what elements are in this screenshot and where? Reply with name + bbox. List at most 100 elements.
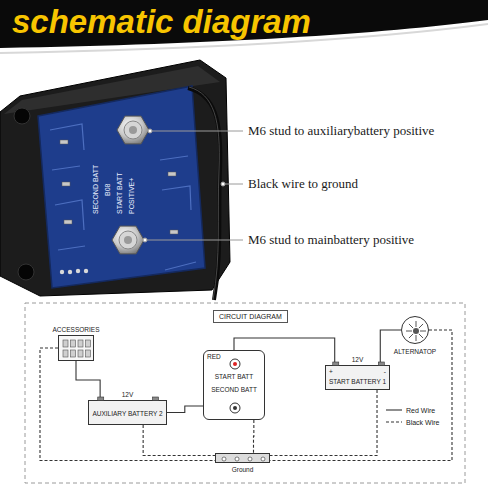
title-banner — [0, 0, 488, 53]
alternator-hub — [413, 328, 419, 334]
fan-blade — [406, 331, 412, 332]
fan-blade — [409, 334, 413, 338]
fuse-slot — [86, 340, 91, 347]
leader-line — [145, 240, 243, 241]
leader-line — [221, 182, 225, 186]
pcb-trace — [50, 124, 84, 150]
fuse-slot — [63, 340, 68, 347]
fan-blade — [416, 321, 417, 327]
m6-stud — [117, 116, 149, 144]
legend-sample — [386, 409, 402, 410]
node-text: AUXILIARY BATTERY 2 — [92, 410, 162, 417]
leader-line — [223, 184, 243, 185]
fan-blade — [419, 324, 423, 328]
m6-stud — [124, 121, 142, 139]
leader-line — [150, 131, 243, 132]
pcb-component — [64, 220, 72, 224]
fan-blade — [416, 335, 417, 341]
pcb-trace — [55, 200, 84, 230]
pcb-component — [60, 140, 68, 144]
red-wire — [76, 361, 100, 400]
pcb-silkscreen: START BATT — [116, 173, 124, 215]
leader-line — [143, 238, 147, 242]
led-dots — [68, 270, 72, 274]
battery-box: 12V+-START BATTERY 1 — [325, 365, 390, 390]
black-wire — [253, 420, 254, 453]
fuse-symbol — [59, 336, 95, 362]
pcb-trace — [165, 262, 196, 270]
battery-terminal — [98, 397, 104, 401]
relay-photo — [38, 86, 205, 288]
legend-text: Red Wire — [406, 407, 435, 414]
callout-label: M6 stud to mainbattery positive — [248, 232, 414, 248]
page-title: schematic diagram — [12, 3, 311, 41]
m6-stud — [112, 116, 149, 254]
ground-wire — [188, 87, 220, 300]
pcb-silkscreen: SECOND BATT — [92, 165, 100, 214]
m6-stud — [129, 126, 137, 134]
red-wire — [167, 406, 203, 413]
node-text: ALTERNATOP — [394, 348, 436, 355]
relay-photo — [0, 60, 230, 296]
m6-stud — [112, 226, 144, 254]
legend-sample — [386, 418, 402, 426]
red-wire — [380, 330, 401, 365]
led-dots — [60, 269, 88, 274]
node-text: 12V — [352, 356, 364, 363]
battery-terminal — [153, 397, 159, 401]
battery-terminal — [333, 362, 339, 366]
led-dots — [60, 270, 64, 274]
stud-terminal — [233, 362, 237, 366]
callout-label: Black wire to ground — [248, 176, 358, 192]
legend-text: Black Wire — [406, 419, 439, 426]
ground-screw — [222, 457, 226, 461]
m6-stud — [124, 236, 132, 244]
black-wire — [270, 390, 377, 456]
node-text: START BATT — [215, 373, 254, 380]
node-text: - — [384, 368, 386, 375]
fuse-slot — [86, 350, 91, 357]
legend-item: Black Wire — [386, 416, 439, 428]
led-dots — [76, 269, 80, 273]
mounting-hole — [14, 108, 30, 124]
pcb-component — [170, 230, 178, 234]
fuse-slot — [78, 340, 83, 347]
fan-blade — [419, 334, 423, 338]
black-wire — [143, 425, 215, 456]
stud-terminal — [230, 359, 240, 369]
m6-stud — [119, 231, 137, 249]
fuse-block: ACCESSORIES — [58, 335, 94, 361]
black-wire — [270, 330, 452, 461]
mounting-hole — [18, 264, 34, 280]
legend-sample — [386, 406, 402, 414]
ground-wire — [188, 88, 220, 300]
battery-terminal — [378, 362, 384, 366]
ground-wire — [189, 87, 219, 300]
fuse-slot — [71, 350, 76, 357]
node-text: RED — [207, 353, 221, 360]
alternator-circle: ALTERNATOP — [401, 316, 429, 344]
ground-symbol — [216, 454, 271, 464]
leader-line — [143, 129, 243, 242]
title-banner — [0, 0, 488, 48]
pcb-trace — [160, 156, 188, 160]
fuse-slot — [78, 350, 83, 357]
black-wire — [40, 348, 215, 461]
pcb-trace — [162, 186, 191, 210]
ground-bar: Ground — [215, 453, 270, 463]
alternator-symbol — [402, 317, 430, 345]
node-text: 12V — [122, 391, 134, 398]
leader-line — [148, 129, 152, 133]
ground-screw — [261, 457, 265, 461]
node-text: SECOND BATT — [211, 386, 257, 393]
relay-photo — [0, 60, 230, 300]
pcb-component — [60, 140, 178, 234]
pcb-silkscreen: B08 — [104, 184, 112, 196]
legend-sample — [386, 421, 402, 422]
legend-item: Red Wire — [386, 404, 439, 416]
diagram-heading: CIRCUIT DIAGRAM — [213, 310, 288, 323]
ground-screw — [235, 457, 239, 461]
fan-blade — [409, 324, 413, 328]
